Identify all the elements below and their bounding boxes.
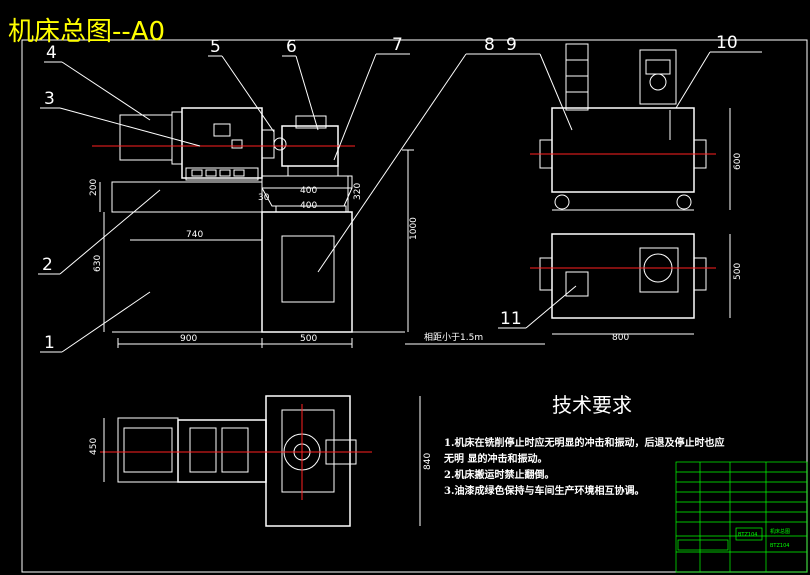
tech-req-line-4: 3.油漆成绿色保持与车间生产环境相互协调。	[444, 484, 644, 497]
part-label-3: 3	[44, 89, 55, 109]
plan-base	[265, 395, 351, 527]
dim-1000: 1000	[409, 217, 419, 240]
part-label-5: 5	[210, 37, 221, 57]
bed-left	[111, 181, 263, 213]
part-leaders: 1 2 3 4 5 6 7 8 9 10 11	[38, 33, 762, 353]
part-label-6: 6	[286, 37, 297, 57]
dim-400-b: 400	[300, 201, 317, 211]
dim-30: 30	[258, 193, 270, 203]
tank-plan	[551, 233, 695, 319]
part-label-4: 4	[46, 43, 57, 63]
motor-body	[119, 114, 173, 161]
dim-840: 840	[423, 453, 433, 470]
dim-600: 600	[733, 153, 743, 170]
tech-req-line-1: 1.机床在铣削停止时应无明显的冲击和振动，后退及停止时也应	[444, 436, 724, 449]
plan-view: 450 840	[89, 395, 433, 527]
tech-requirements: 技术要求 1.机床在铣削停止时应无明显的冲击和振动，后退及停止时也应 无明 显的…	[443, 393, 724, 497]
dim-320: 320	[353, 183, 363, 200]
spacing-note: 相距小于1.5m	[424, 331, 483, 343]
tech-req-line-2: 无明 显的冲击和振动。	[443, 452, 547, 465]
part-label-10: 10	[716, 33, 738, 53]
part-label-2: 2	[42, 255, 53, 275]
title-block: BTZ104 机床总图 BTZ104	[675, 461, 808, 573]
tech-req-line-3: 2.机床搬运时禁止翻倒。	[444, 468, 554, 481]
tank-top-view: 500 800	[530, 233, 743, 343]
dim-200: 200	[89, 179, 99, 196]
dim-740: 740	[186, 230, 203, 240]
title-block-name: 机床总图	[770, 528, 790, 535]
drawing-title: 机床总图--A0	[8, 17, 165, 47]
coolant-tank	[551, 107, 695, 193]
dim-450: 450	[89, 438, 99, 455]
chip-conveyor	[565, 43, 589, 111]
dim-630: 630	[93, 255, 103, 272]
cabinet-door	[281, 235, 335, 303]
part-label-1: 1	[44, 333, 55, 353]
front-view	[92, 107, 405, 333]
title-block-drawing-no: BTZ104	[770, 543, 789, 549]
part-label-8: 8	[484, 35, 495, 55]
side-view: 600	[530, 43, 743, 211]
title-block-code: BTZ104	[738, 532, 757, 538]
dim-500: 500	[300, 334, 317, 344]
part-label-11: 11	[500, 309, 522, 329]
front-dimensions: 900 500 740 200 630 400 400 30 320 1000 …	[89, 149, 545, 348]
dim-900: 900	[180, 334, 197, 344]
dim-800: 800	[612, 333, 629, 343]
pump-motor	[639, 49, 677, 105]
part-label-9: 9	[506, 35, 517, 55]
tech-req-heading: 技术要求	[552, 393, 632, 417]
drawing-frame	[21, 39, 808, 573]
part-label-7: 7	[392, 35, 403, 55]
dim-400-a: 400	[300, 186, 317, 196]
dim-500-v: 500	[733, 263, 743, 280]
base-cabinet	[261, 211, 353, 333]
